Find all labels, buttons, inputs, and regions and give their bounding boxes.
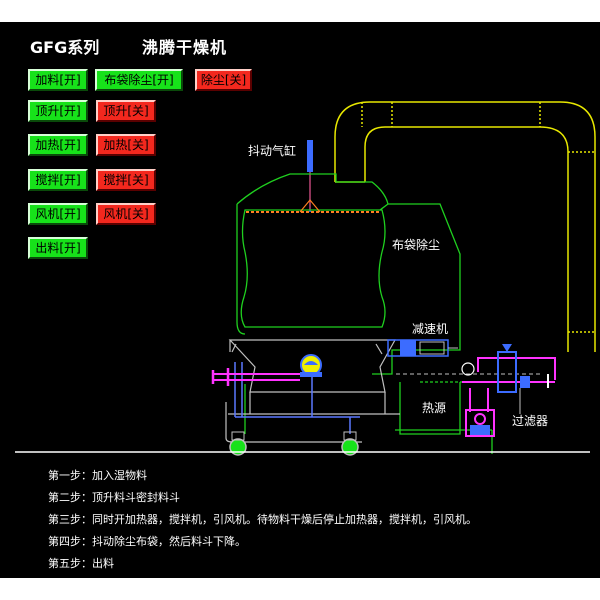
reducer-motor (387, 339, 458, 357)
stirrer-motor (300, 354, 322, 377)
hmi-screen: GFG系列 沸腾干燥机 加料[开] 布袋除尘[开] 除尘[关] 顶升[开] 顶升… (0, 22, 600, 578)
heat-source-label: 热源 (422, 401, 447, 415)
step-4: 第四步：抖动除尘布袋，然后料斗下降。 (48, 535, 246, 548)
lift-frame (234, 362, 360, 434)
dust-off-button[interactable]: 除尘[关] (195, 69, 252, 91)
cart-wheels (229, 431, 362, 456)
feed-on-button[interactable]: 加料[开] (28, 69, 88, 91)
bag-filter-label: 布袋除尘 (392, 238, 441, 252)
step-2: 第二步：顶升料斗密封料斗 (48, 491, 180, 504)
reducer-label: 减速机 (412, 322, 449, 336)
dust-bag-on-button[interactable]: 布袋除尘[开] (95, 69, 183, 91)
heat-source-piping (396, 344, 556, 437)
step-3: 第三步：同时开加热器，搅拌机，引风机。待物料干燥后停止加热器，搅拌机，引风机。 (48, 513, 477, 526)
discharge-pipe (211, 368, 300, 386)
fan-on-button[interactable]: 风机[开] (28, 203, 88, 225)
heat-on-button[interactable]: 加热[开] (28, 134, 88, 156)
machine-title: 沸腾干燥机 (142, 38, 228, 57)
exhaust-duct (334, 101, 596, 352)
air-filter-label: 过滤器 (512, 414, 549, 428)
fan-off-button[interactable]: 风机[关] (96, 203, 156, 225)
stir-cylinder (307, 140, 313, 212)
stir-cylinder-label: 抖动气缸 (248, 144, 297, 158)
dryer-diagram (15, 101, 596, 456)
heat-off-button[interactable]: 加热[关] (96, 134, 156, 156)
discharge-on-button[interactable]: 出料[开] (28, 237, 88, 259)
lift-off-button[interactable]: 顶升[关] (96, 100, 156, 122)
step-1: 第一步：加入湿物料 (48, 469, 147, 482)
stir-off-button[interactable]: 搅拌[关] (96, 169, 156, 191)
stir-on-button[interactable]: 搅拌[开] (28, 169, 88, 191)
step-5: 第五步：出料 (48, 557, 114, 570)
lift-on-button[interactable]: 顶升[开] (28, 100, 88, 122)
series-title: GFG系列 (30, 38, 100, 57)
dryer-body (236, 173, 493, 454)
